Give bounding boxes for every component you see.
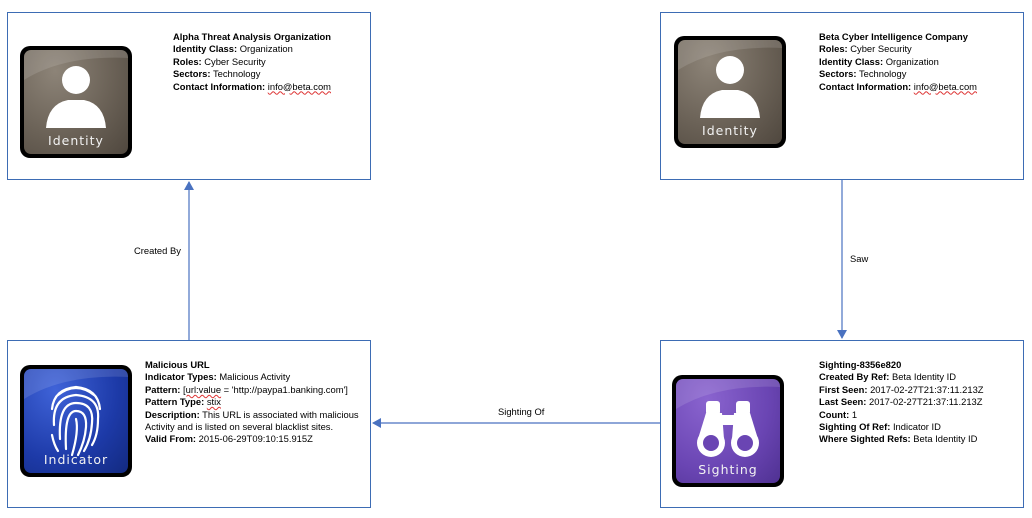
icon-caption: Indicator	[43, 452, 109, 467]
node-text: Alpha Threat Analysis Organization Ident…	[173, 31, 331, 93]
field-value: This URL is associated with malicious Ac…	[145, 408, 359, 433]
field-key: Last Seen:	[819, 396, 867, 408]
node-text: Sighting-8356e820 Created By Ref: Beta I…	[819, 359, 984, 446]
edge-label-saw: Saw	[850, 253, 869, 264]
field-key: Valid From:	[145, 433, 197, 445]
field-value: 2015-06-29T09:10:15.915Z	[198, 433, 313, 445]
node-beta-identity[interactable]: Identity Beta Cyber Intelligence Company…	[660, 12, 1024, 180]
field-key: Pattern:	[145, 383, 181, 395]
field-value: Technology	[212, 68, 261, 80]
field-value: 2017-02-27T21:37:11.213Z	[870, 383, 984, 395]
field-key: Sighting Of Ref:	[819, 421, 891, 433]
node-title: Malicious URL	[145, 359, 210, 370]
field-value: stix	[206, 396, 221, 408]
edge-label-created-by: Created By	[134, 245, 181, 256]
indicator-icon: Indicator	[20, 365, 132, 477]
node-title: Beta Cyber Intelligence Company	[819, 31, 968, 42]
field-value: 1	[851, 408, 858, 420]
field-key: First Seen:	[819, 383, 868, 395]
field-value: Cyber Security	[204, 55, 266, 67]
field-value: Technology	[858, 68, 907, 80]
field-key: Contact Information:	[173, 80, 266, 92]
node-text: Malicious URL Indicator Types: Malicious…	[145, 359, 363, 446]
node-sighting[interactable]: Sighting Sighting-8356e820 Created By Re…	[660, 340, 1024, 508]
field-value: 2017-02-27T21:37:11.213Z	[869, 396, 983, 408]
node-text: Beta Cyber Intelligence Company Roles: C…	[819, 31, 977, 93]
field-value: [url:value	[183, 383, 222, 395]
field-value: Organization	[239, 43, 293, 55]
icon-caption: Identity	[702, 123, 758, 138]
identity-icon: Identity	[674, 36, 786, 148]
field-key: Description:	[145, 408, 200, 420]
binoculars-icon	[676, 379, 780, 457]
edge-label-sighting-of: Sighting Of	[498, 406, 545, 417]
fingerprint-icon	[24, 369, 128, 457]
sighting-icon: Sighting	[672, 375, 784, 487]
field-key: Count:	[819, 408, 850, 420]
identity-icon: Identity	[20, 46, 132, 158]
field-key: Created By Ref:	[819, 371, 890, 383]
field-key: Indicator Types:	[145, 371, 217, 383]
field-value: info@beta.com	[913, 80, 977, 92]
node-title: Alpha Threat Analysis Organization	[173, 31, 332, 42]
field-key: Identity Class:	[819, 55, 884, 67]
field-value: info@beta.com	[267, 80, 331, 92]
field-key: Pattern Type:	[145, 396, 205, 408]
field-value: Cyber Security	[850, 43, 912, 55]
field-value: Indicator ID	[892, 421, 941, 433]
field-value: = 'http://paypa1.banking.com']	[221, 383, 348, 395]
field-value: Organization	[885, 55, 939, 67]
field-key: Sectors:	[819, 68, 857, 80]
field-key: Roles:	[173, 55, 202, 67]
field-key: Roles:	[819, 43, 848, 55]
field-value: Beta Identity ID	[891, 371, 957, 383]
field-key: Sectors:	[173, 68, 211, 80]
icon-caption: Identity	[48, 133, 104, 148]
field-key: Identity Class:	[173, 43, 238, 55]
field-key: Where Sighted Refs:	[819, 433, 911, 445]
icon-caption: Sighting	[698, 462, 758, 477]
field-value: Malicious Activity	[219, 371, 291, 383]
node-alpha-identity[interactable]: Identity Alpha Threat Analysis Organizat…	[7, 12, 371, 180]
node-title: Sighting-8356e820	[819, 359, 902, 370]
field-value: Beta Identity ID	[913, 433, 978, 445]
field-key: Contact Information:	[819, 80, 912, 92]
node-indicator[interactable]: Indicator Malicious URL Indicator Types:…	[7, 340, 371, 508]
